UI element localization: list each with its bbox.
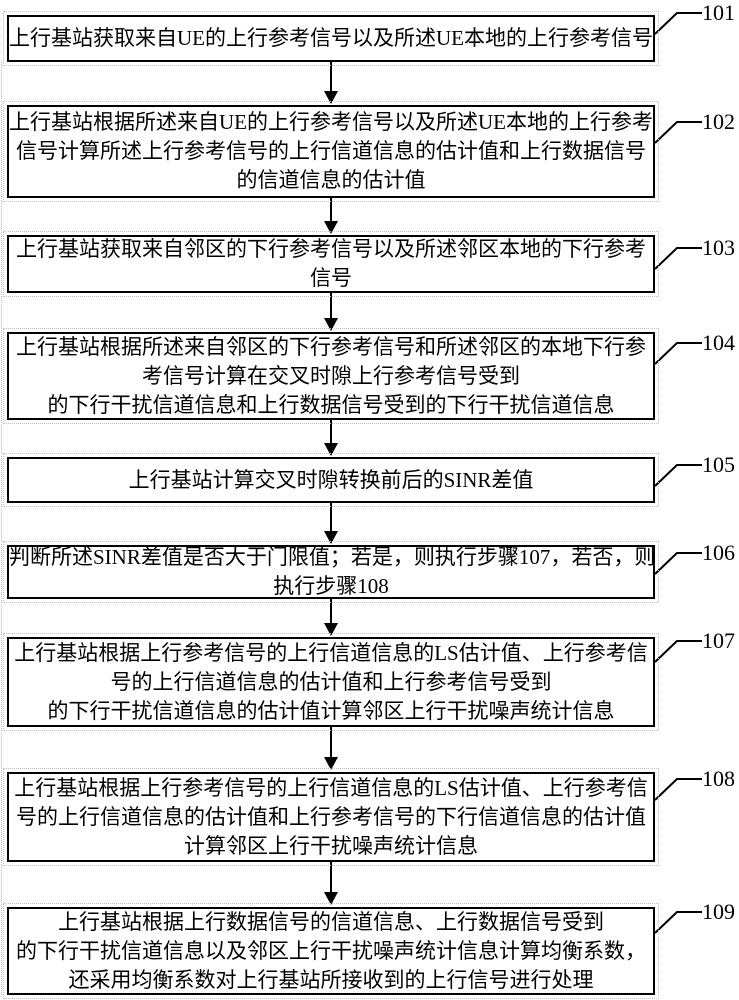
- step-107-line-2: 号的上行信道信息的估计值和上行参考信号受到: [110, 669, 552, 694]
- flow-arrows: [324, 62, 338, 905]
- ref-numeral-106: 106: [702, 540, 735, 565]
- ref-numeral-109: 109: [702, 899, 735, 924]
- leader-104: [654, 342, 702, 365]
- arrow-106-107: [324, 599, 338, 636]
- step-103-line-1: 上行基站获取来自邻区的下行参考信号以及所述邻区本地的下行参考: [16, 237, 646, 261]
- arrow-105-106: [324, 503, 338, 544]
- step-108-line-3: 计算邻区上行干扰噪声统计信息: [184, 833, 478, 858]
- step-102-line-2: 信号计算所述上行参考信号的上行信道信息的估计值和上行数据信号: [16, 139, 646, 163]
- step-108-line-2: 号的上行信道信息的估计值和上行参考信号的下行信道信息的估计值: [16, 804, 646, 829]
- arrow-102-103: [324, 198, 338, 234]
- step-104-line-3: 的下行干扰信道信息和上行数据信号受到的下行干扰信道信息: [47, 392, 615, 417]
- step-box-102: 上行基站根据所述来自UE的上行参考信号以及所述UE本地的上行参考 信号计算所述上…: [3, 101, 659, 202]
- leader-108: [654, 778, 702, 801]
- step-box-106: 判断所述SINR差值是否大于门限值；若是，则执行步骤107，若否，则 执行步骤1…: [3, 541, 659, 603]
- ref-numeral-101: 101: [702, 0, 735, 25]
- arrow-101-102: [324, 62, 338, 104]
- ref-numeral-103: 103: [702, 235, 735, 260]
- arrow-104-105: [324, 420, 338, 456]
- step-box-104: 上行基站根据所述来自邻区的下行参考信号和所述邻区的本地下行参 考信号计算在交叉时…: [3, 328, 659, 424]
- ref-numeral-104: 104: [702, 330, 735, 355]
- leader-103: [654, 247, 702, 270]
- ref-numeral-102: 102: [702, 109, 735, 134]
- step-107-line-3: 的下行干扰信道信息的估计值计算邻区上行干扰噪声统计信息: [47, 698, 615, 723]
- step-109-line-2: 的下行干扰信道信息以及邻区上行干扰噪声统计信息计算均衡系数，: [16, 938, 646, 963]
- step-108-line-1: 上行基站根据上行参考信号的上行信道信息的LS估计值、上行参考信: [14, 775, 648, 800]
- step-103-line-2: 信号: [310, 266, 352, 290]
- ref-numeral-108: 108: [702, 766, 735, 791]
- step-box-107: 上行基站根据上行参考信号的上行信道信息的LS估计值、上行参考信 号的上行信道信息…: [3, 633, 659, 731]
- step-109-line-1: 上行基站根据上行数据信号的信道信息、上行数据信号受到: [58, 909, 604, 934]
- step-106-line-2: 执行步骤108: [273, 574, 389, 598]
- step-box-105: 上行基站计算交叉时隙转换前后的SINR差值: [3, 453, 659, 507]
- leader-105: [654, 464, 702, 487]
- step-box-101: 上行基站获取来自UE的上行参考信号以及所述UE本地的上行参考信号: [3, 11, 659, 66]
- step-107-line-1: 上行基站根据上行参考信号的上行信道信息的LS估计值、上行参考信: [14, 640, 648, 665]
- step-104-line-2: 考信号计算在交叉时隙上行参考信号受到: [142, 363, 520, 388]
- step-109-line-3: 还采用均衡系数对上行基站所接收到的上行信号进行处理: [68, 967, 594, 992]
- leader-102: [654, 121, 702, 144]
- step-box-108: 上行基站根据上行参考信号的上行信道信息的LS估计值、上行参考信 号的上行信道信息…: [3, 768, 659, 866]
- leader-109: [654, 911, 702, 934]
- leader-106: [654, 552, 702, 575]
- step-box-109: 上行基站根据上行数据信号的信道信息、上行数据信号受到 的下行干扰信道信息以及邻区…: [3, 903, 659, 999]
- step-box-103: 上行基站获取来自邻区的下行参考信号以及所述邻区本地的下行参考 信号: [3, 231, 659, 297]
- arrow-103-104: [324, 293, 338, 331]
- step-102-line-1: 上行基站根据所述来自UE的上行参考信号以及所述UE本地的上行参考: [9, 110, 653, 134]
- leader-101: [654, 12, 702, 35]
- scan-artifact-line: [1, 62, 2, 995]
- step-106-line-1: 判断所述SINR差值是否大于门限值；若是，则执行步骤107，若否，则: [9, 545, 656, 569]
- step-102-line-3: 的信道信息的估计值: [236, 168, 426, 192]
- leader-107: [654, 640, 702, 663]
- ref-numeral-105: 105: [702, 452, 735, 477]
- arrow-107-108: [324, 727, 338, 770]
- step-105-line-1: 上行基站计算交叉时隙转换前后的SINR差值: [128, 467, 534, 492]
- ref-leader-lines: [654, 12, 702, 934]
- arrow-108-109: [324, 862, 338, 905]
- ref-numeral-107: 107: [702, 628, 735, 653]
- step-104-line-1: 上行基站根据所述来自邻区的下行参考信号和所述邻区的本地下行参: [16, 334, 646, 359]
- step-101-line-1: 上行基站获取来自UE的上行参考信号以及所述UE本地的上行参考信号: [9, 26, 653, 50]
